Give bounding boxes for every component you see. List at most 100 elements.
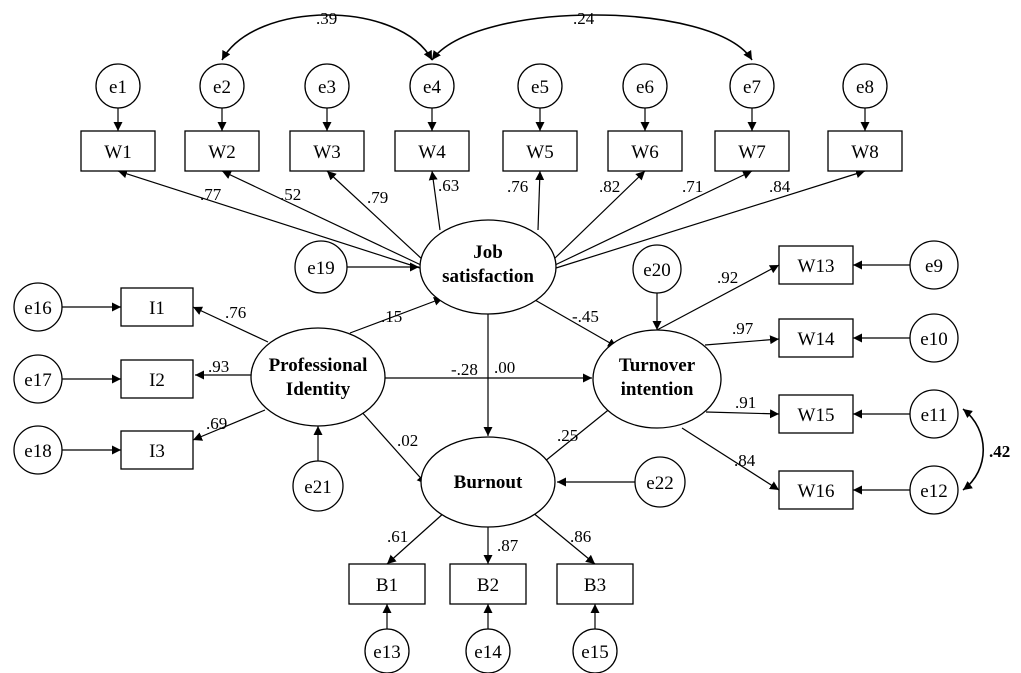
label-job-W2: .52 bbox=[280, 185, 301, 204]
label-bo-B2: .87 bbox=[497, 536, 519, 555]
error-e19: e19 bbox=[294, 240, 348, 294]
indicator-W1: W1 bbox=[80, 130, 156, 172]
svg-text:e14: e14 bbox=[474, 642, 502, 663]
indicator-W8: W8 bbox=[827, 130, 903, 172]
error-e21: e21 bbox=[292, 460, 344, 512]
latent-turnover-intention: Turnover intention bbox=[592, 329, 722, 429]
edge-job-W6 bbox=[552, 170, 646, 261]
indicator-B1: B1 bbox=[348, 563, 426, 605]
svg-text:Job: Job bbox=[473, 242, 503, 263]
error-e16: e16 bbox=[13, 282, 63, 332]
indicator-I2: I2 bbox=[120, 359, 194, 399]
svg-text:B2: B2 bbox=[477, 575, 499, 596]
indicator-W13: W13 bbox=[778, 245, 854, 285]
svg-text:e3: e3 bbox=[318, 77, 336, 98]
svg-text:e19: e19 bbox=[307, 258, 334, 279]
error-e4: e4 bbox=[409, 63, 455, 109]
edge-pi-job bbox=[349, 296, 444, 334]
svg-text:W6: W6 bbox=[631, 142, 658, 163]
corr-e2-e4 bbox=[221, 14, 433, 61]
svg-text:intention: intention bbox=[621, 379, 694, 400]
label-job-W6: .82 bbox=[599, 177, 620, 196]
svg-text:I1: I1 bbox=[149, 298, 165, 319]
label-job-bo: .00 bbox=[494, 358, 515, 377]
label-job-W4: .63 bbox=[438, 176, 459, 195]
latent-burnout: Burnout bbox=[420, 436, 556, 528]
error-e9: e9 bbox=[909, 240, 959, 290]
edge-job-W8 bbox=[555, 169, 866, 269]
label-ti-W13: .92 bbox=[717, 268, 738, 287]
edge-bo-ti bbox=[533, 402, 618, 471]
svg-text:e10: e10 bbox=[920, 329, 947, 350]
edge-ti-W15 bbox=[705, 409, 780, 419]
label-pi-I2: .93 bbox=[208, 357, 229, 376]
indicator-W7: W7 bbox=[714, 130, 790, 172]
error-e14: e14 bbox=[465, 628, 511, 673]
svg-text:e4: e4 bbox=[423, 77, 441, 98]
edge-job-W7 bbox=[554, 170, 753, 266]
error-e8: e8 bbox=[842, 63, 888, 109]
edge-bo-B1 bbox=[386, 511, 446, 565]
edge-job-W5 bbox=[535, 170, 545, 231]
error-e17: e17 bbox=[13, 354, 63, 404]
label-bo-ti: .25 bbox=[557, 426, 578, 445]
svg-text:W4: W4 bbox=[418, 142, 446, 163]
indicator-B3: B3 bbox=[556, 563, 634, 605]
label-pi-I1: .76 bbox=[225, 303, 246, 322]
error-e15: e15 bbox=[572, 628, 618, 673]
label-bo-B3: .86 bbox=[570, 527, 591, 546]
indicator-W15: W15 bbox=[778, 394, 854, 434]
latent-job-satisfaction: Job satisfaction bbox=[419, 219, 557, 315]
svg-text:e8: e8 bbox=[856, 77, 874, 98]
error-e20: e20 bbox=[632, 244, 682, 294]
svg-text:W14: W14 bbox=[798, 329, 835, 350]
svg-text:e1: e1 bbox=[109, 77, 127, 98]
label-pi-job: .15 bbox=[381, 307, 402, 326]
indicator-I3: I3 bbox=[120, 430, 194, 470]
svg-text:B3: B3 bbox=[584, 575, 606, 596]
error-e2: e2 bbox=[199, 63, 245, 109]
label-pi-bo: .02 bbox=[397, 431, 418, 450]
svg-text:e12: e12 bbox=[920, 481, 947, 502]
svg-text:W15: W15 bbox=[798, 405, 835, 426]
corr-e11-e12 bbox=[962, 408, 984, 491]
svg-text:W8: W8 bbox=[851, 142, 878, 163]
edge-ti-W14 bbox=[704, 335, 780, 346]
svg-text:e18: e18 bbox=[24, 441, 51, 462]
error-e12: e12 bbox=[909, 465, 959, 515]
error-e3: e3 bbox=[304, 63, 350, 109]
svg-text:I2: I2 bbox=[149, 370, 165, 391]
svg-text:W5: W5 bbox=[526, 142, 553, 163]
indicator-I1: I1 bbox=[120, 287, 194, 327]
edge-pi-bo bbox=[359, 409, 427, 485]
label-ti-W15: .91 bbox=[735, 393, 756, 412]
svg-text:e16: e16 bbox=[24, 298, 51, 319]
edge-job-W3 bbox=[326, 170, 424, 261]
svg-text:Professional: Professional bbox=[269, 355, 368, 376]
svg-text:e9: e9 bbox=[925, 256, 943, 277]
svg-text:B1: B1 bbox=[376, 575, 398, 596]
label-corr-e11-e12: .42 bbox=[989, 442, 1010, 461]
label-job-W5: .76 bbox=[507, 177, 528, 196]
label-job-W7: .71 bbox=[682, 177, 703, 196]
indicator-W2: W2 bbox=[184, 130, 260, 172]
svg-text:satisfaction: satisfaction bbox=[442, 266, 534, 287]
label-job-ti: -.45 bbox=[572, 307, 599, 326]
indicator-W14: W14 bbox=[778, 318, 854, 358]
svg-text:e21: e21 bbox=[304, 477, 331, 498]
label-corr-e2-e4: .39 bbox=[316, 9, 337, 28]
svg-text:W3: W3 bbox=[313, 142, 340, 163]
error-e22: e22 bbox=[634, 456, 686, 508]
label-corr-e4-e7: .24 bbox=[573, 9, 595, 28]
edge-pi-I1 bbox=[192, 306, 269, 343]
error-e10: e10 bbox=[909, 313, 959, 363]
edge-job-ti bbox=[534, 299, 618, 348]
label-ti-W14: .97 bbox=[732, 319, 754, 338]
edge-job-W2 bbox=[221, 170, 422, 266]
error-e11: e11 bbox=[909, 389, 959, 439]
svg-text:e22: e22 bbox=[646, 473, 673, 494]
svg-text:e11: e11 bbox=[921, 405, 948, 426]
error-e6: e6 bbox=[622, 63, 668, 109]
svg-text:e2: e2 bbox=[213, 77, 231, 98]
